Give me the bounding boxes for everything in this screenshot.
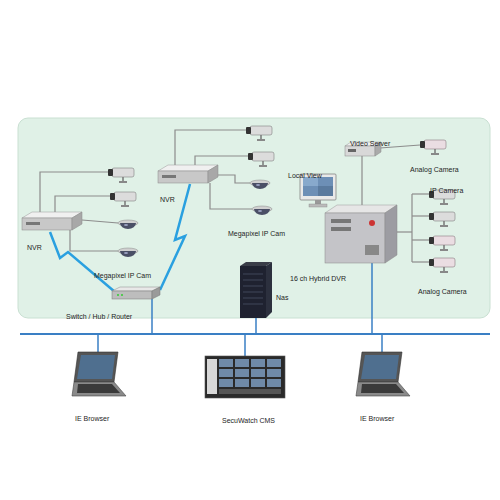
- device-label: Analog Camera: [418, 288, 467, 295]
- label-holder: NVR: [160, 188, 175, 206]
- device-label: Megapixel IP Cam: [94, 272, 151, 279]
- ip-camera: [429, 212, 455, 227]
- nvr-device: [158, 165, 218, 183]
- device-label: NVR: [27, 244, 42, 251]
- wireless-link: [50, 184, 190, 292]
- device-label: Nas: [276, 294, 288, 301]
- nas-device: [240, 262, 272, 318]
- device-label: 16 ch Hybrid DVR: [290, 275, 346, 282]
- device-label: SecuWatch CMS: [222, 417, 275, 424]
- label-holder: IE Browser: [360, 407, 394, 425]
- nvr-device: [22, 212, 82, 230]
- label-holder: Analog Camera: [418, 280, 467, 298]
- ip-camera: [248, 152, 274, 167]
- device-label: Megapixel IP Cam: [228, 230, 285, 237]
- laptop: [356, 352, 410, 396]
- dome-camera: [252, 206, 272, 215]
- device-label: IE Browser: [75, 415, 109, 422]
- label-holder: Local View: [288, 164, 322, 182]
- label-holder: IE Browser: [75, 407, 109, 425]
- network-panel: [18, 118, 490, 318]
- network-bus: [20, 333, 490, 335]
- analog-camera: [420, 140, 446, 155]
- label-holder: IP Camera: [430, 179, 463, 197]
- device-label: Video Server: [350, 140, 390, 147]
- dome-camera: [118, 220, 138, 229]
- label-holder: Analog Camera: [410, 158, 459, 176]
- switch-device: [112, 287, 160, 299]
- device-label: IP Camera: [430, 187, 463, 194]
- label-holder: Switch / Hub / Router: [66, 305, 132, 323]
- device-label: Switch / Hub / Router: [66, 313, 132, 320]
- label-holder: NVR: [27, 236, 42, 254]
- device-label: Analog Camera: [410, 166, 459, 173]
- label-holder: SecuWatch CMS: [222, 409, 275, 427]
- analog-camera: [429, 258, 455, 273]
- hybrid-dvr: [325, 205, 397, 263]
- laptop: [72, 352, 126, 396]
- analog-camera: [429, 236, 455, 251]
- device-label: NVR: [160, 196, 175, 203]
- ip-camera: [246, 126, 272, 141]
- label-holder: Nas: [276, 286, 288, 304]
- label-holder: Megapixel IP Cam: [228, 222, 285, 240]
- device-label: IE Browser: [360, 415, 394, 422]
- label-holder: Video Server: [350, 132, 390, 150]
- dome-camera: [118, 248, 138, 257]
- label-holder: 16 ch Hybrid DVR: [290, 267, 346, 285]
- ip-camera: [108, 168, 134, 183]
- device-label: Local View: [288, 172, 322, 179]
- ip-camera: [110, 192, 136, 207]
- dome-camera: [250, 180, 270, 189]
- cms-screen: [205, 356, 285, 398]
- label-holder: Megapixel IP Cam: [94, 264, 151, 282]
- camera-wires: [40, 130, 429, 262]
